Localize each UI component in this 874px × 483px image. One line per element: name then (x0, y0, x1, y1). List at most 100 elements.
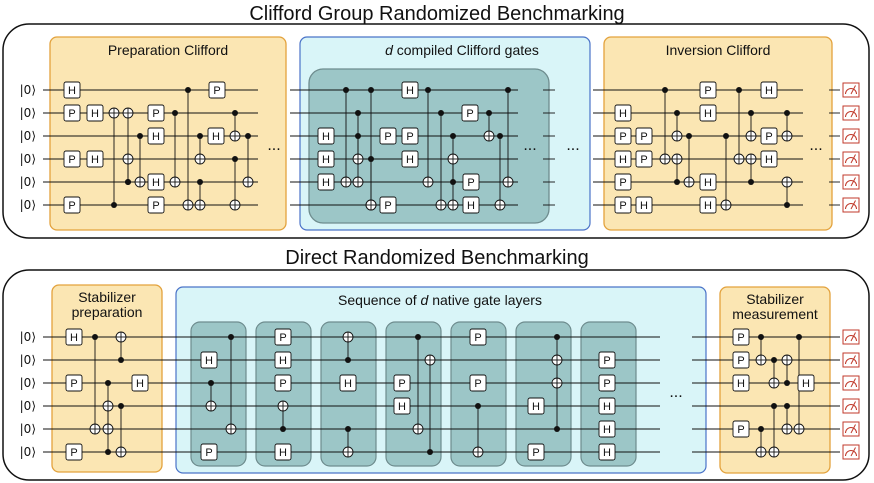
svg-text:H: H (398, 401, 406, 413)
stabilizer-prep-label-line2: preparation (72, 304, 143, 320)
svg-text:H: H (279, 447, 287, 459)
svg-text:P: P (603, 378, 610, 390)
svg-text:H: H (704, 108, 712, 120)
hadamard-gate: H (393, 397, 411, 415)
native-layer-7 (580, 321, 637, 467)
cnot-gate (342, 426, 354, 458)
hadamard-gate: H (207, 127, 225, 145)
svg-text:P: P (532, 447, 539, 459)
hadamard-gate: H (797, 374, 815, 392)
hadamard-gate: H (339, 374, 357, 392)
cnot-gate (242, 133, 254, 188)
preparation-clifford-box (49, 36, 287, 231)
cnot-gate (229, 110, 241, 142)
phase-gate: P (614, 127, 632, 145)
native-layer-1 (190, 321, 247, 467)
phase-gate: P (379, 196, 397, 214)
cnot-gate (424, 354, 436, 455)
hadamard-gate: H (598, 443, 616, 461)
svg-text:H: H (467, 200, 475, 212)
svg-text:H: H (603, 424, 611, 436)
cnot-gate (768, 357, 780, 389)
hadamard-gate: H (598, 397, 616, 415)
svg-text:H: H (603, 447, 611, 459)
phase-gate: P (63, 150, 81, 168)
cnot-gate (659, 87, 671, 165)
svg-text:P: P (474, 332, 481, 344)
svg-text:P: P (474, 378, 481, 390)
svg-text:P: P (406, 131, 413, 143)
phase-gate: P (200, 443, 218, 461)
phase-gate: P (63, 196, 81, 214)
phase-gate: P (469, 328, 487, 346)
native-layer-4 (385, 321, 442, 467)
hadamard-gate: H (732, 374, 750, 392)
hadamard-gate: H (598, 420, 616, 438)
cnot-gate (483, 110, 495, 142)
cnot-gate (793, 334, 805, 435)
sequence-label: Sequence of d native gate layers (338, 292, 542, 308)
cnot-gate (352, 133, 364, 188)
measurement-icon (842, 421, 860, 437)
ellipsis-after-prep: ... (267, 137, 280, 154)
cnot-gate (115, 331, 127, 363)
svg-text:H: H (91, 154, 99, 166)
svg-text:P: P (205, 447, 212, 459)
phase-gate: P (699, 81, 717, 99)
svg-text:P: P (384, 200, 391, 212)
svg-text:H: H (344, 378, 352, 390)
hadamard-gate: H (760, 150, 778, 168)
measurement-icon (842, 151, 860, 167)
cnot-gate (502, 87, 514, 188)
hadamard-gate: H (200, 351, 218, 369)
cnot-gate (781, 110, 793, 142)
svg-text:P: P (619, 200, 626, 212)
qubit-state-label: |0⟩ (20, 376, 36, 390)
phase-gate: P (732, 328, 750, 346)
qubit-state-label: |0⟩ (20, 129, 36, 143)
svg-text:P: P (68, 200, 75, 212)
svg-text:H: H (704, 177, 712, 189)
cnot-gate (768, 403, 780, 458)
svg-text:H: H (802, 378, 810, 390)
measurement-icon (842, 444, 860, 460)
qubit-state-label: |0⟩ (20, 399, 36, 413)
svg-text:H: H (205, 355, 213, 367)
phase-gate: P (274, 374, 292, 392)
cnot-gate (89, 334, 101, 435)
compiled-label-d: d (385, 42, 394, 58)
qubit-state-label: |0⟩ (20, 152, 36, 166)
compiled-label-rest: compiled Clifford gates (393, 42, 539, 58)
phase-gate: P (65, 443, 83, 461)
svg-text:P: P (467, 177, 474, 189)
phase-gate: P (635, 127, 653, 145)
svg-text:H: H (70, 332, 78, 344)
phase-gate: P (614, 173, 632, 191)
phase-gate: P (598, 351, 616, 369)
cnot-gate (720, 133, 732, 211)
hadamard-gate: H (401, 81, 419, 99)
hadamard-gate: H (65, 328, 83, 346)
svg-text:P: P (68, 154, 75, 166)
svg-text:H: H (406, 85, 414, 97)
cnot-gate (134, 133, 146, 188)
cnot-gate (671, 110, 683, 142)
hadamard-gate: H (527, 397, 545, 415)
svg-text:H: H (737, 378, 745, 390)
svg-text:P: P (737, 355, 744, 367)
hadamard-gate: H (401, 150, 419, 168)
hadamard-gate: H (63, 81, 81, 99)
phase-gate: P (208, 81, 226, 99)
hadamard-gate: H (635, 196, 653, 214)
stabilizer-meas-label-line2: measurement (732, 306, 818, 322)
qubit-state-label: |0⟩ (20, 175, 36, 189)
cnot-gate (194, 179, 206, 211)
measurement-icon (842, 375, 860, 391)
cnot-gate (225, 334, 237, 435)
svg-text:P: P (640, 154, 647, 166)
cnot-gate (755, 334, 767, 366)
phase-gate: P (614, 196, 632, 214)
measurement-icon (842, 82, 860, 98)
qubit-state-label: |0⟩ (20, 353, 36, 367)
